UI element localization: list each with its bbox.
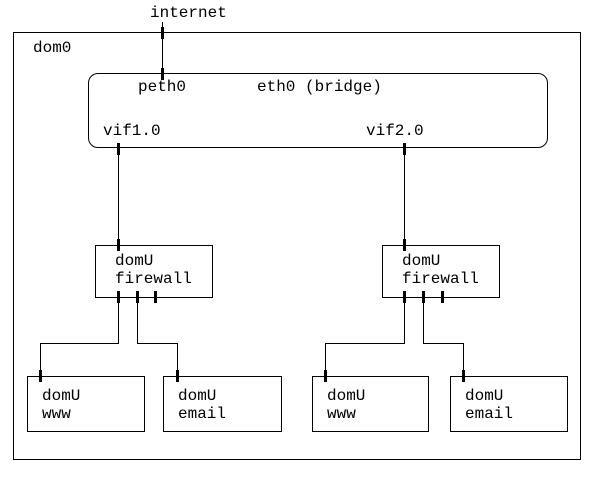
connection-point: [403, 239, 406, 251]
bridge-box: [88, 73, 548, 148]
connection-point: [117, 143, 120, 155]
vif1-connector-line: [118, 148, 119, 245]
email-left-box: [163, 376, 282, 432]
email-right-line2: email: [465, 405, 514, 423]
connector-line: [40, 343, 41, 376]
firewall-left-line2: firewall: [115, 270, 192, 288]
vif2-connector-line: [404, 148, 405, 245]
www-right-box: [312, 376, 429, 432]
firewall-right-box: [382, 245, 500, 298]
email-left-line2: email: [178, 405, 227, 423]
eth0-bridge-label: eth0 (bridge): [257, 78, 382, 96]
connection-point: [154, 291, 157, 303]
connection-point: [403, 291, 406, 303]
connector-line: [325, 343, 326, 376]
www-right-line2: www: [327, 405, 356, 423]
connection-point: [39, 370, 42, 382]
vif2-label: vif2.0: [366, 122, 424, 140]
www-left-line2: www: [42, 405, 71, 423]
connector-line: [118, 298, 119, 344]
connector-line: [404, 298, 405, 344]
email-right-box: [450, 376, 568, 432]
connection-point: [422, 291, 425, 303]
dom0-label: dom0: [33, 39, 72, 57]
connection-point: [117, 239, 120, 251]
www-left-box: [27, 376, 145, 432]
connection-point: [441, 291, 444, 303]
connection-point: [136, 291, 139, 303]
email-right-line1: domU: [465, 387, 504, 405]
firewall-right-line1: domU: [402, 252, 441, 270]
connection-point: [176, 370, 179, 382]
connector-line: [325, 343, 405, 344]
connection-point: [117, 291, 120, 303]
www-left-line1: domU: [42, 387, 81, 405]
connector-line: [40, 343, 119, 344]
firewall-left-line1: domU: [115, 252, 154, 270]
connector-line: [137, 298, 138, 344]
connector-line: [423, 343, 464, 344]
firewall-right-line2: firewall: [402, 270, 479, 288]
connection-point: [403, 143, 406, 155]
connector-line: [137, 343, 178, 344]
internet-connector-line: [162, 22, 163, 73]
connector-line: [463, 343, 464, 376]
connection-point: [462, 370, 465, 382]
email-left-line1: domU: [178, 387, 217, 405]
peth0-label: peth0: [138, 78, 187, 96]
connector-line: [423, 298, 424, 344]
connector-line: [177, 343, 178, 376]
connection-point: [161, 68, 164, 80]
vif1-label: vif1.0: [103, 122, 161, 140]
connection-point: [324, 370, 327, 382]
connection-point: [161, 27, 164, 39]
www-right-line1: domU: [327, 387, 366, 405]
internet-label: internet: [150, 4, 227, 22]
